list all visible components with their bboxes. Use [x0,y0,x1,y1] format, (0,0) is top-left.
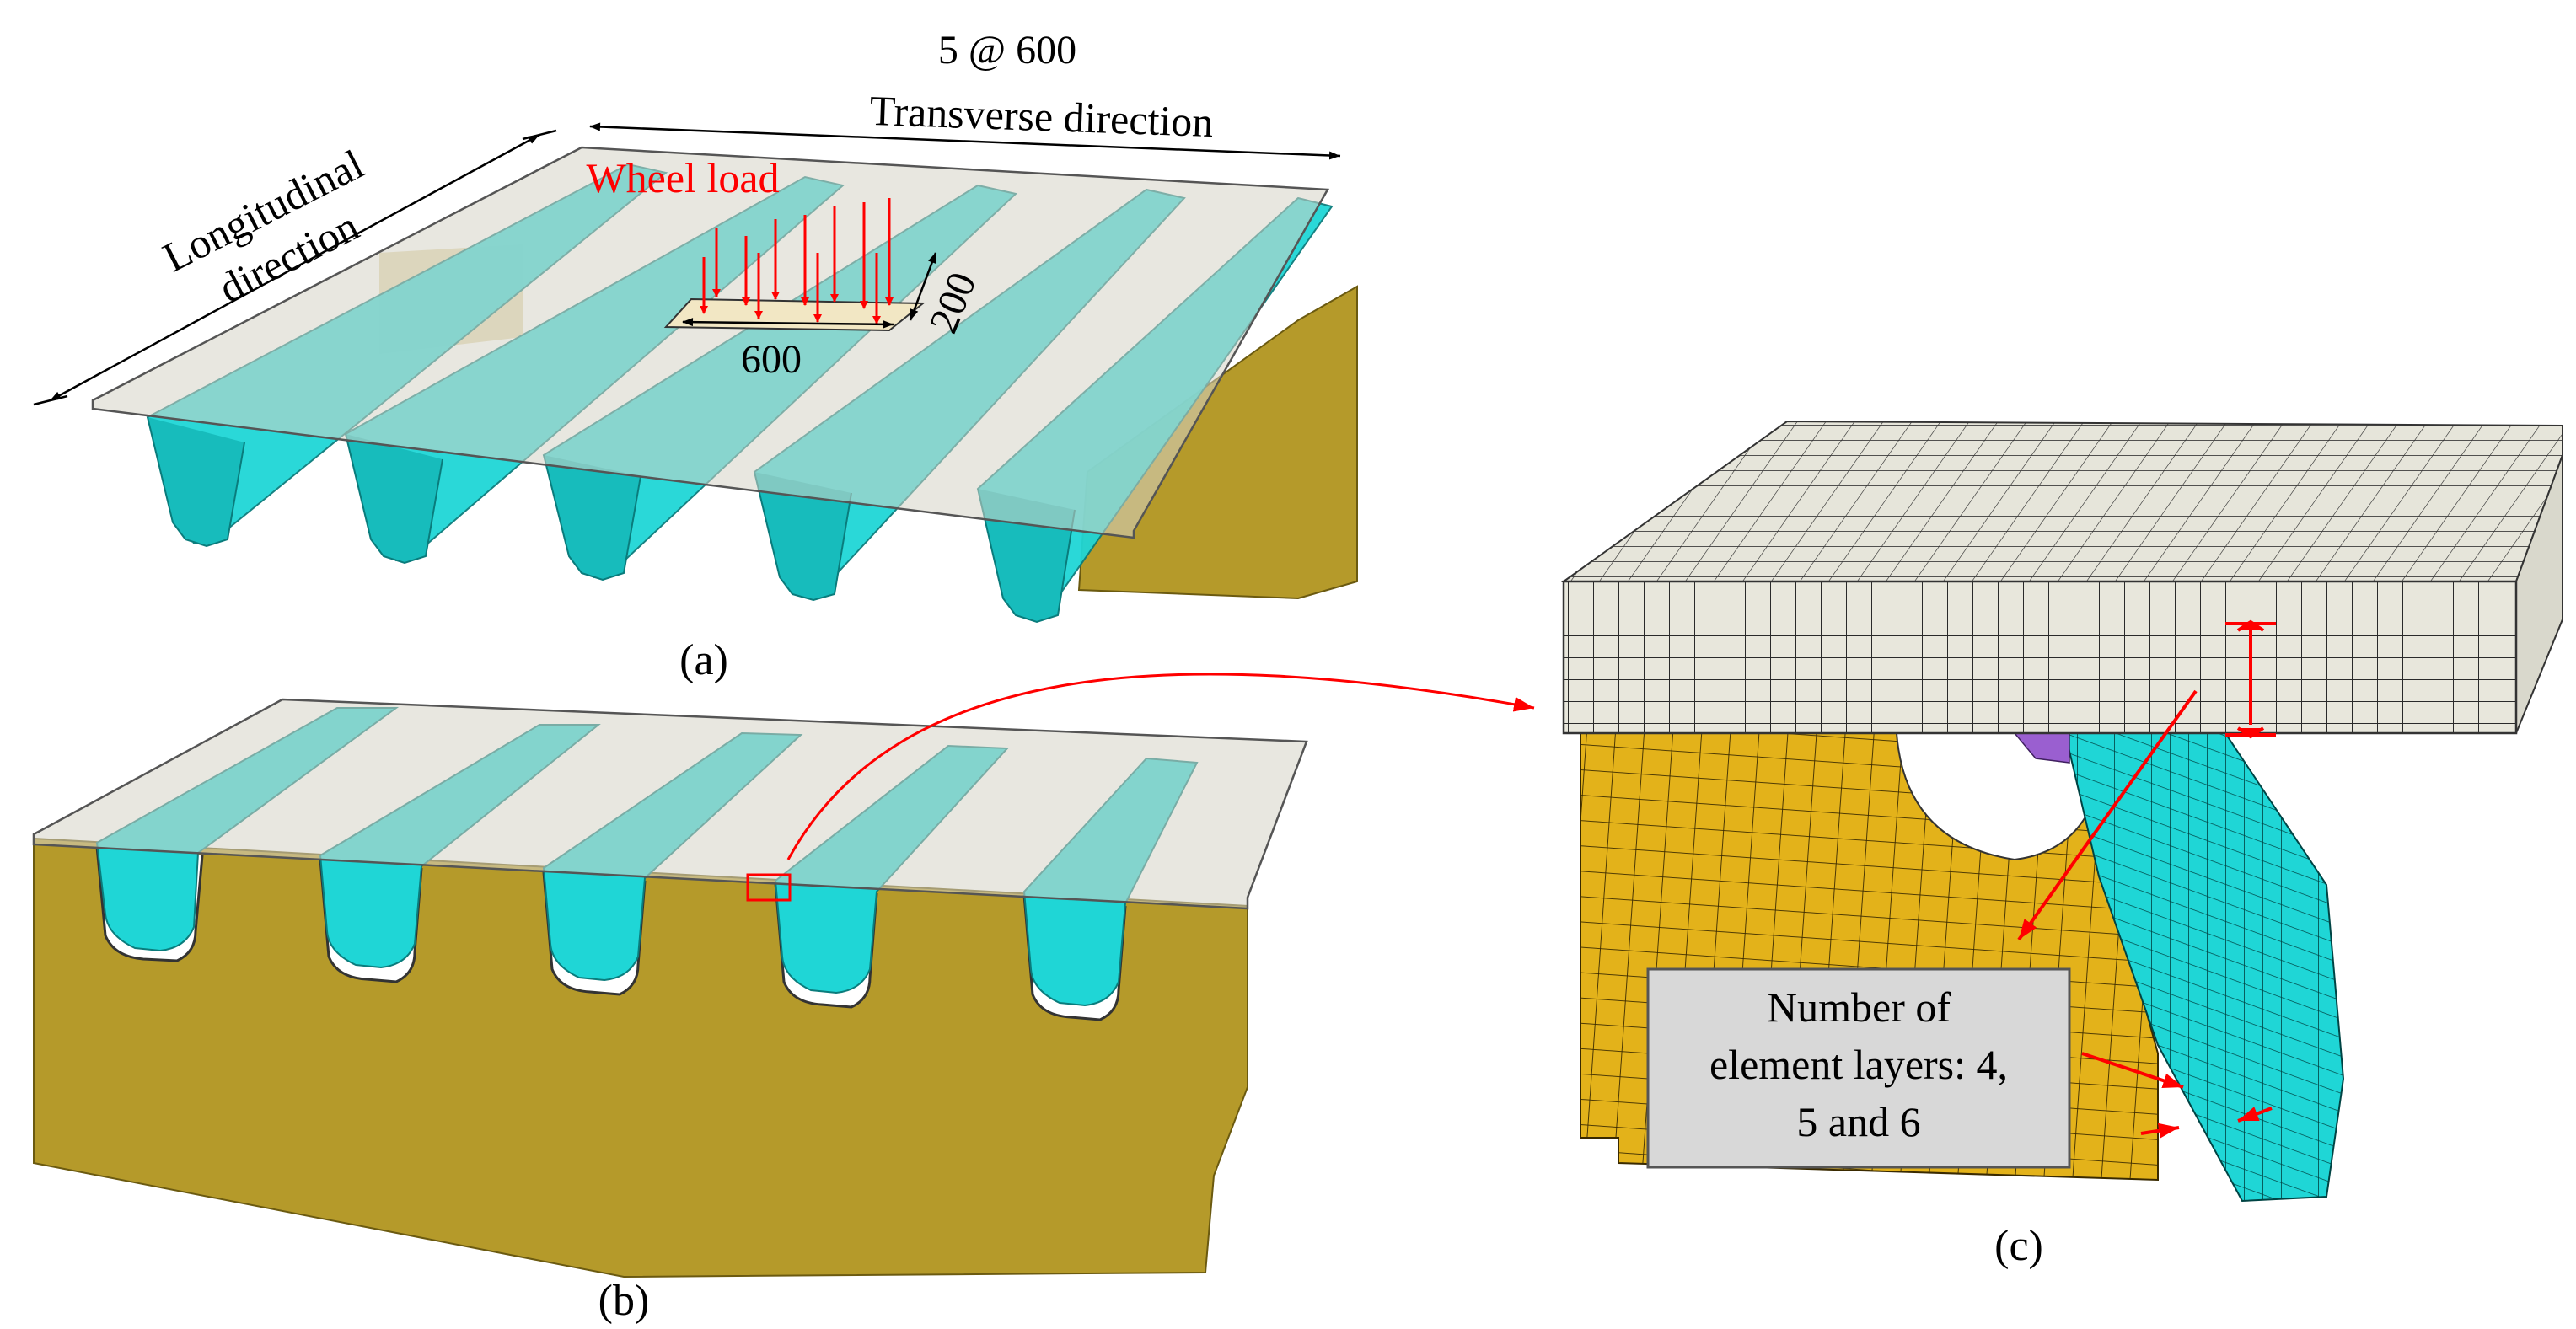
transverse-direction-label: Transverse direction [869,87,1215,146]
deck-mesh-top [1560,420,2563,582]
layers-callout-arrow-rib [2081,1052,2184,1089]
panel-a-isometric-deck: 5 @ 600 Transverse direction Longitudina… [33,28,1358,684]
deck-mesh-front [1562,580,2518,735]
rib-thickness-marker [2140,1107,2273,1139]
panel-b-label: (b) [598,1277,650,1325]
layers-callout-arrow-deck [2017,689,2198,941]
panel-a-label: (a) [679,636,728,684]
layers-text-line1: Number of [1767,983,1951,1031]
spacing-label: 5 @ 600 [938,28,1076,72]
wheel-load-label: Wheel load [586,154,779,201]
deck-plate-b [32,698,1308,910]
wheel-load-arrows [700,198,894,324]
detail-callout-arrow [786,673,1535,860]
dimension-lines-a [33,122,1341,406]
layers-text-line3: 5 and 6 [1796,1098,1920,1145]
rib-mesh [2063,732,2345,1203]
panel-c-fe-mesh: Number of element layers: 4, 5 and 6 (c) [1560,420,2563,1270]
panel-b-cut-deck: (b) [32,673,1535,1325]
dim-600-label: 600 [741,337,802,382]
element-layers-box [1646,967,2071,1169]
detail-highlight-box [746,873,792,902]
deck-thickness-marker [2225,619,2276,739]
panel-c-label: (c) [1994,1222,2043,1270]
layers-text-line2: element layers: 4, [1709,1041,2008,1088]
